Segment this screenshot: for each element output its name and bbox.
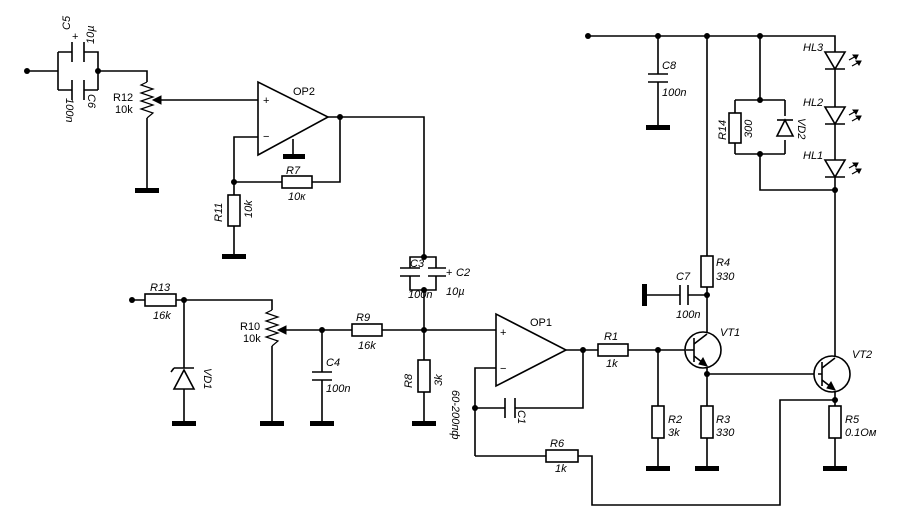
resistor-r9: R9 16k xyxy=(351,312,383,352)
r5-value: 0.1Ом xyxy=(845,427,877,439)
resistor-r6: R6 1k xyxy=(545,438,579,475)
hl3-ref: HL3 xyxy=(803,42,824,54)
r4-value: 330 xyxy=(716,271,735,283)
potentiometer-r10: R10 10k xyxy=(240,309,287,347)
r14-value: 300 xyxy=(743,119,755,138)
c2-ref: C2 xyxy=(456,267,470,279)
r5-ref: R5 xyxy=(845,414,860,426)
op1-minus: − xyxy=(500,363,506,375)
c4-ref: C4 xyxy=(326,357,340,369)
resistor-r13: R13 16k xyxy=(144,282,177,322)
led-hl1: HL1 xyxy=(803,150,862,179)
c1-value: 60-200пф xyxy=(449,390,461,440)
potentiometer-r12: R12 10k xyxy=(113,81,162,119)
c5-plus: + xyxy=(72,31,78,43)
capacitor-c7: C7 100n xyxy=(676,271,700,321)
r13-value: 16k xyxy=(153,310,171,322)
c8-value: 100n xyxy=(662,87,686,99)
r1-value: 1k xyxy=(606,358,618,370)
vt1-ref: VT1 xyxy=(720,327,740,339)
c6-value: 100n xyxy=(63,98,75,122)
zener-vd1: VD1 xyxy=(170,367,213,390)
c2-plus: + xyxy=(446,267,452,279)
capacitor-c2: + C2 10µ xyxy=(428,267,470,298)
vt2-ref: VT2 xyxy=(852,349,872,361)
junction-dots xyxy=(24,33,838,411)
r4-ref: R4 xyxy=(716,257,730,269)
wires xyxy=(27,35,836,506)
r9-value: 16k xyxy=(358,340,376,352)
c3-ref: C3 xyxy=(410,258,425,270)
c3-value: 100n xyxy=(408,289,432,301)
op1-ref: OP1 xyxy=(530,317,552,329)
resistor-r5: R5 0.1Ом xyxy=(828,405,877,439)
capacitor-c6: 100n C6 xyxy=(63,80,97,122)
diode-vd2: VD2 xyxy=(775,118,807,139)
r6-ref: R6 xyxy=(550,438,565,450)
r3-value: 330 xyxy=(716,427,735,439)
led-hl2: HL2 xyxy=(803,97,862,126)
c5-value: 10µ xyxy=(85,25,97,44)
r7-value: 10к xyxy=(288,191,306,203)
r8-ref: R8 xyxy=(403,373,415,388)
r12-value: 10k xyxy=(115,104,133,116)
led-hl3: HL3 xyxy=(803,42,862,71)
capacitor-c4: C4 100n xyxy=(312,357,350,395)
vd1-ref: VD1 xyxy=(201,368,213,389)
resistor-r3: R3 330 xyxy=(700,405,735,439)
r1-ref: R1 xyxy=(604,331,618,343)
r11-ref: R11 xyxy=(213,203,225,222)
capacitor-c5: + C5 10µ xyxy=(61,15,97,62)
resistor-r4: R4 330 xyxy=(700,255,735,288)
c5-ref: C5 xyxy=(61,15,73,30)
r8-value: 3k xyxy=(433,374,445,386)
op2-minus: − xyxy=(263,131,269,143)
resistor-r11: R11 10k xyxy=(213,194,255,227)
r10-value: 10k xyxy=(243,333,261,345)
resistor-r8: R8 3k xyxy=(403,359,445,393)
c4-value: 100n xyxy=(326,383,350,395)
resistor-r1: R1 1k xyxy=(597,331,629,370)
op1-plus: + xyxy=(500,327,506,339)
op2-ref: OP2 xyxy=(293,86,315,98)
resistor-r14: R14 300 xyxy=(717,112,755,144)
opamp-op2: + − OP2 xyxy=(257,80,330,157)
r2-value: 3k xyxy=(668,427,680,439)
r13-ref: R13 xyxy=(150,282,171,294)
c2-value: 10µ xyxy=(446,286,465,298)
r3-ref: R3 xyxy=(716,414,731,426)
c7-ref: C7 xyxy=(676,271,691,283)
r2-ref: R2 xyxy=(668,414,682,426)
c6-ref: C6 xyxy=(85,94,97,109)
r11-value: 10k xyxy=(243,200,255,218)
vd2-ref: VD2 xyxy=(795,118,807,139)
capacitor-c3: C3 100n xyxy=(400,258,432,301)
capacitor-c8: C8 100n xyxy=(648,60,686,99)
op2-plus: + xyxy=(263,95,269,107)
r10-ref: R10 xyxy=(240,321,260,333)
resistor-r2: R2 3k xyxy=(651,405,682,439)
c8-ref: C8 xyxy=(662,60,677,72)
ground-symbols xyxy=(135,125,847,471)
r7-ref: R7 xyxy=(286,165,301,177)
opamp-op1: + − OP1 xyxy=(495,312,568,388)
r6-value: 1k xyxy=(555,463,567,475)
r12-ref: R12 xyxy=(113,92,133,104)
r14-ref: R14 xyxy=(717,120,729,140)
capacitor-c1: C1 60-200пф xyxy=(449,390,527,440)
r9-ref: R9 xyxy=(356,312,370,324)
c1-ref: C1 xyxy=(515,410,527,424)
hl2-ref: HL2 xyxy=(803,97,823,109)
transistor-vt1: VT1 xyxy=(684,327,740,369)
hl1-ref: HL1 xyxy=(803,150,823,162)
transistor-vt2: VT2 xyxy=(813,349,872,393)
c7-value: 100n xyxy=(676,309,700,321)
resistor-r7: R7 10к xyxy=(281,165,313,203)
